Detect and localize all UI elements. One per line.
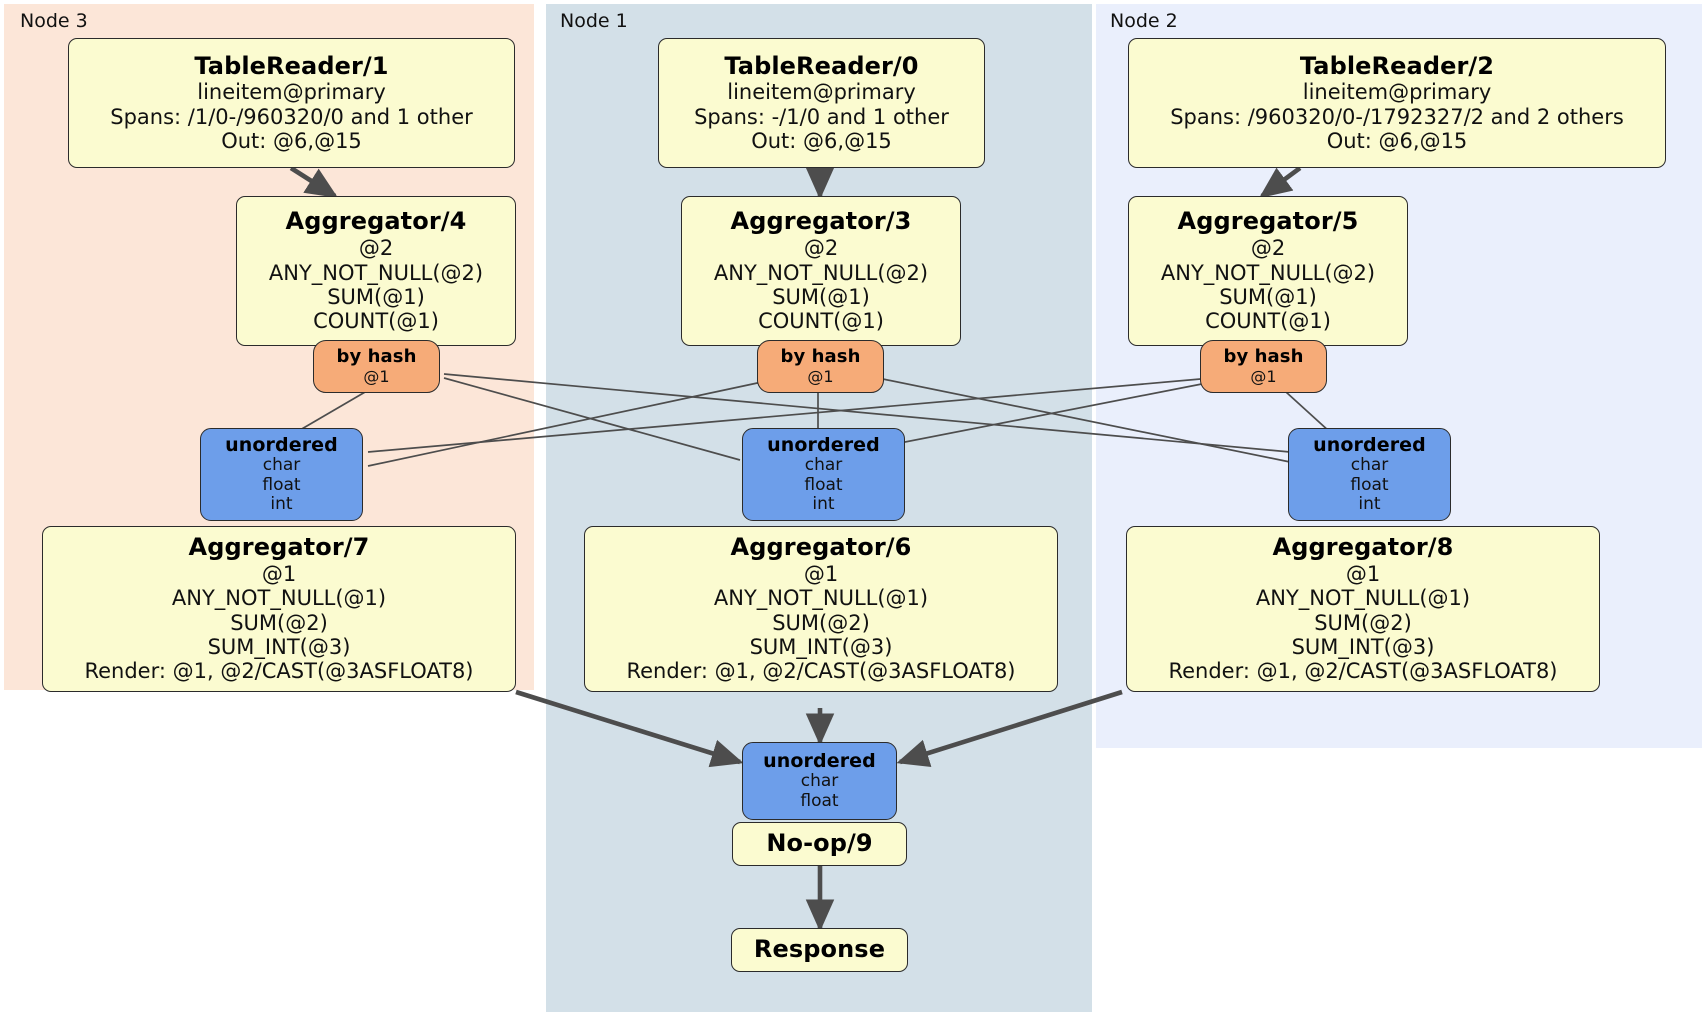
region-label-node-3: Node 3 xyxy=(20,10,88,32)
node-detail: Spans: /960320/0-/1792327/2 and 2 others xyxy=(1170,104,1624,129)
node-title: Aggregator/6 xyxy=(730,533,912,562)
region-label-node-1: Node 1 xyxy=(560,10,628,32)
processor-tablereader-1[interactable]: TableReader/1 lineitem@primary Spans: /1… xyxy=(68,38,515,168)
input-synchronizer-unordered-right[interactable]: unordered char float int xyxy=(1288,428,1451,521)
node-title: by hash xyxy=(336,345,417,367)
node-title: Aggregator/5 xyxy=(1177,207,1359,236)
node-title: by hash xyxy=(780,345,861,367)
node-detail: Spans: /1/0-/960320/0 and 1 other xyxy=(110,104,473,129)
processor-noop-9[interactable]: No-op/9 xyxy=(732,822,907,866)
node-detail: @1 xyxy=(807,366,834,386)
node-detail: ANY_NOT_NULL(@2) xyxy=(713,260,929,285)
node-detail: COUNT(@1) xyxy=(758,309,884,334)
input-synchronizer-unordered-left[interactable]: unordered char float int xyxy=(200,428,363,521)
node-detail: ANY_NOT_NULL(@1) xyxy=(713,586,929,611)
node-detail: float xyxy=(800,791,839,812)
processor-aggregator-8[interactable]: Aggregator/8 @1 ANY_NOT_NULL(@1) SUM(@2)… xyxy=(1126,526,1600,692)
node-detail: Out: @6,@15 xyxy=(751,129,892,154)
node-detail: char xyxy=(1350,454,1389,475)
node-title: unordered xyxy=(225,433,338,456)
node-detail: ANY_NOT_NULL(@1) xyxy=(171,586,387,611)
node-detail: float xyxy=(1350,474,1389,495)
node-detail: ANY_NOT_NULL(@2) xyxy=(1160,260,1376,285)
node-detail: SUM(@1) xyxy=(327,284,425,309)
processor-aggregator-6[interactable]: Aggregator/6 @1 ANY_NOT_NULL(@1) SUM(@2)… xyxy=(584,526,1058,692)
node-detail: Render: @1, @2/CAST(@3ASFLOAT8) xyxy=(1168,659,1558,684)
node-title: No-op/9 xyxy=(766,829,873,858)
node-detail: Out: @6,@15 xyxy=(1326,129,1468,154)
node-detail: int xyxy=(270,494,293,515)
processor-aggregator-4[interactable]: Aggregator/4 @2 ANY_NOT_NULL(@2) SUM(@1)… xyxy=(236,196,516,346)
node-title: TableReader/0 xyxy=(724,51,919,80)
processor-response[interactable]: Response xyxy=(731,928,908,972)
node-title: unordered xyxy=(1313,433,1426,456)
processor-tablereader-0[interactable]: TableReader/0 lineitem@primary Spans: -/… xyxy=(658,38,985,168)
node-detail: int xyxy=(1358,494,1381,515)
node-detail: SUM(@2) xyxy=(1314,610,1412,635)
node-detail: char xyxy=(804,454,843,475)
node-title: unordered xyxy=(767,433,880,456)
node-detail: Render: @1, @2/CAST(@3ASFLOAT8) xyxy=(626,659,1016,684)
node-title: TableReader/1 xyxy=(194,51,389,80)
node-detail: @1 xyxy=(363,366,390,386)
output-router-by-hash-left[interactable]: by hash @1 xyxy=(313,340,440,393)
node-title: Aggregator/4 xyxy=(285,207,467,236)
node-detail: lineitem@primary xyxy=(1302,80,1492,105)
node-detail: char xyxy=(800,771,839,792)
input-synchronizer-unordered-final[interactable]: unordered char float xyxy=(742,742,897,820)
node-detail: SUM(@1) xyxy=(772,284,870,309)
node-detail: ANY_NOT_NULL(@2) xyxy=(268,260,484,285)
node-detail: @1 xyxy=(261,562,297,587)
output-router-by-hash-center[interactable]: by hash @1 xyxy=(757,340,884,393)
node-detail: ANY_NOT_NULL(@1) xyxy=(1255,586,1471,611)
node-detail: SUM_INT(@3) xyxy=(749,635,893,660)
node-detail: lineitem@primary xyxy=(727,80,916,105)
node-detail: @2 xyxy=(358,236,394,261)
node-detail: float xyxy=(804,474,843,495)
processor-aggregator-5[interactable]: Aggregator/5 @2 ANY_NOT_NULL(@2) SUM(@1)… xyxy=(1128,196,1408,346)
node-title: Aggregator/8 xyxy=(1272,533,1454,562)
node-detail: @1 xyxy=(1345,562,1381,587)
node-detail: Out: @6,@15 xyxy=(221,129,362,154)
node-title: TableReader/2 xyxy=(1299,51,1495,80)
node-detail: lineitem@primary xyxy=(197,80,386,105)
node-detail: SUM_INT(@3) xyxy=(1291,635,1435,660)
node-title: by hash xyxy=(1223,345,1304,367)
region-label-node-2: Node 2 xyxy=(1110,10,1178,32)
node-detail: COUNT(@1) xyxy=(313,309,439,334)
node-title: Aggregator/3 xyxy=(730,207,912,236)
processor-aggregator-3[interactable]: Aggregator/3 @2 ANY_NOT_NULL(@2) SUM(@1)… xyxy=(681,196,961,346)
node-title: Response xyxy=(753,935,886,964)
node-detail: char xyxy=(262,454,301,475)
node-detail: int xyxy=(812,494,835,515)
node-detail: SUM(@1) xyxy=(1219,284,1317,309)
processor-tablereader-2[interactable]: TableReader/2 lineitem@primary Spans: /9… xyxy=(1128,38,1666,168)
node-detail: @2 xyxy=(1250,236,1286,261)
node-detail: SUM_INT(@3) xyxy=(207,635,351,660)
output-router-by-hash-right[interactable]: by hash @1 xyxy=(1200,340,1327,393)
node-detail: Render: @1, @2/CAST(@3ASFLOAT8) xyxy=(84,659,474,684)
node-detail: @1 xyxy=(803,562,839,587)
processor-aggregator-7[interactable]: Aggregator/7 @1 ANY_NOT_NULL(@1) SUM(@2)… xyxy=(42,526,516,692)
node-detail: @2 xyxy=(803,236,839,261)
node-detail: COUNT(@1) xyxy=(1205,309,1331,334)
node-detail: SUM(@2) xyxy=(772,610,870,635)
node-detail: float xyxy=(262,474,301,495)
node-title: Aggregator/7 xyxy=(188,533,370,562)
node-detail: Spans: -/1/0 and 1 other xyxy=(694,104,949,129)
node-detail: @1 xyxy=(1250,366,1277,386)
node-detail: SUM(@2) xyxy=(230,610,328,635)
input-synchronizer-unordered-center[interactable]: unordered char float int xyxy=(742,428,905,521)
node-title: unordered xyxy=(763,750,876,773)
